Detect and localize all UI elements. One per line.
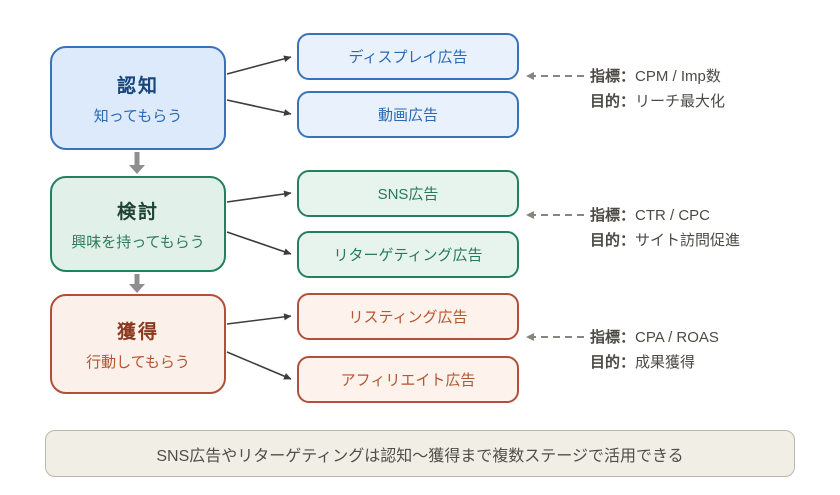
connector-line — [226, 313, 292, 325]
stage-title: 獲得 — [116, 321, 159, 343]
annotation-metric-line: 指標：CPM / Imp数 — [590, 64, 835, 89]
stage-title: 認知 — [116, 75, 159, 97]
stage-box-awareness: 認知 知ってもらう — [50, 46, 226, 150]
annotation-goal-line: 目的：成果獲得 — [590, 350, 835, 375]
goal-label: 目的： — [590, 93, 636, 110]
note-banner: SNS広告やリターゲティングは認知〜獲得まで複数ステージで活用できる — [45, 430, 795, 477]
stage-flow-arrows — [129, 152, 145, 293]
note-text: SNS広告やリターゲティングは認知〜獲得まで複数ステージで活用できる — [156, 447, 684, 465]
stage-box-acquisition: 獲得 行動してもらう — [50, 294, 226, 394]
annotation-awareness: 指標：CPM / Imp数 目的：リーチ最大化 — [590, 64, 835, 114]
connector-line — [226, 351, 292, 380]
goal-value: 成果獲得 — [635, 354, 696, 371]
ad-box-sns: SNS広告 — [297, 170, 519, 217]
metric-value: CPM / Imp数 — [635, 68, 721, 85]
annotation-goal-line: 目的：サイト訪問促進 — [590, 228, 835, 253]
annotation-metric-line: 指標：CPA / ROAS — [590, 325, 835, 350]
stage-to-ad-connectors — [226, 55, 292, 380]
ad-box-video: 動画広告 — [297, 91, 519, 138]
metric-label: 指標： — [590, 207, 636, 224]
stage-subtitle: 行動してもらう — [86, 353, 190, 371]
connector-line — [226, 231, 292, 256]
flow-arrow-head-icon — [129, 284, 145, 293]
stage-box-consideration: 検討 興味を持ってもらう — [50, 176, 226, 272]
goal-label: 目的： — [590, 354, 636, 371]
annotation-goal-line: 目的：リーチ最大化 — [590, 89, 835, 114]
ad-label: ディスプレイ広告 — [348, 49, 468, 66]
metric-value: CTR / CPC — [635, 207, 711, 224]
ad-box-affiliate: アフィリエイト広告 — [297, 356, 519, 403]
goal-value: サイト訪問促進 — [635, 232, 741, 249]
stage-subtitle: 興味を持ってもらう — [71, 233, 205, 251]
connector-line — [226, 99, 292, 116]
ad-box-listing: リスティング広告 — [297, 293, 519, 340]
connector-line — [226, 55, 292, 75]
annotation-metric-line: 指標：CTR / CPC — [590, 203, 835, 228]
ad-label: リスティング広告 — [348, 309, 468, 326]
stage-subtitle: 知ってもらう — [93, 107, 183, 125]
ad-box-retargeting: リターゲティング広告 — [297, 231, 519, 278]
metric-value: CPA / ROAS — [635, 329, 719, 346]
annotation-acquisition: 指標：CPA / ROAS 目的：成果獲得 — [590, 325, 835, 375]
ad-label: SNS広告 — [377, 186, 439, 203]
ad-label: リターゲティング広告 — [333, 247, 483, 264]
goal-label: 目的： — [590, 232, 636, 249]
metric-label: 指標： — [590, 329, 636, 346]
annotation-consideration: 指標：CTR / CPC 目的：サイト訪問促進 — [590, 203, 835, 253]
metric-label: 指標： — [590, 68, 636, 85]
connector-line — [226, 190, 292, 203]
ad-box-display: ディスプレイ広告 — [297, 33, 519, 80]
annotation-dash-arrows — [526, 72, 584, 341]
goal-value: リーチ最大化 — [635, 93, 726, 110]
ad-label: アフィリエイト広告 — [340, 372, 476, 389]
ad-label: 動画広告 — [377, 107, 438, 124]
flow-arrow-head-icon — [129, 165, 145, 174]
stage-title: 検討 — [116, 201, 159, 223]
